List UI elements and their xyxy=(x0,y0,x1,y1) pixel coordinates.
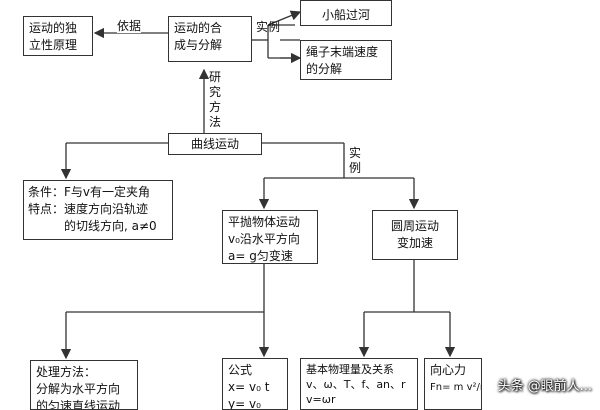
box-text: 立性原理 xyxy=(29,38,78,52)
label-char: 法 xyxy=(208,115,221,129)
box-text: 处理方法： xyxy=(36,365,97,379)
label-char: 例 xyxy=(348,161,361,175)
box-centripetal-force: 向心力 Fn= m v²/r xyxy=(424,358,482,410)
label-basis: 依据 xyxy=(117,19,142,33)
box-text: 小船过河 xyxy=(321,8,370,22)
box-text: 基本物理量及关系 xyxy=(306,363,394,376)
box-text: a= g匀变速 xyxy=(228,249,293,263)
label-char: 实 xyxy=(348,146,361,160)
label-example-top: 实例 xyxy=(256,20,281,34)
box-text: 条件：F与v有一定夹角 xyxy=(28,185,151,199)
box-text: v₀沿水平方向 xyxy=(228,232,300,246)
box-text: 平抛物体运动 xyxy=(228,215,301,229)
box-text: 变加速 xyxy=(396,236,433,250)
box-text: 向心力 xyxy=(430,363,467,377)
box-text: 的分解 xyxy=(306,62,343,76)
box-text: 圆周运动 xyxy=(390,219,439,233)
box-text: 特点：速度方向沿轨迹 xyxy=(28,202,149,216)
box-text: 运动的合 xyxy=(174,21,223,35)
box-independence-principle: 运动的独 立性原理 xyxy=(23,16,93,56)
box-text: v、ω、T、f、an、r xyxy=(306,378,406,391)
box-formula: 公式 x= v₀ t y= v₀ xyxy=(222,358,288,410)
box-basic-quantities: 基本物理量及关系 v、ω、T、f、an、r v=ωr xyxy=(300,358,418,410)
box-rope-velocity: 绳子末端速度 的分解 xyxy=(300,40,392,80)
label-char: 究 xyxy=(208,85,221,99)
box-text: 运动的独 xyxy=(29,21,78,35)
box-boat-crossing: 小船过河 xyxy=(300,0,392,26)
label-char: 方 xyxy=(208,100,221,114)
connector-lines xyxy=(60,10,456,360)
box-text: y= v₀ xyxy=(228,397,261,410)
watermark: 头条 @眼前人... xyxy=(497,379,592,394)
box-circular-motion: 圆周运动 变加速 xyxy=(372,210,458,260)
box-text: 分解为水平方向 xyxy=(36,382,121,396)
box-text: 曲线运动 xyxy=(190,137,239,151)
box-text: x= v₀ t xyxy=(228,380,270,394)
box-text: Fn= m v²/r xyxy=(430,382,482,393)
box-motion-synthesis: 运动的合 成与分解 xyxy=(168,16,252,62)
box-curve-motion: 曲线运动 xyxy=(168,133,262,155)
box-projectile-motion: 平抛物体运动 v₀沿水平方向 a= g匀变速 xyxy=(222,210,318,264)
box-text: 成与分解 xyxy=(174,38,223,52)
box-text: 公式 xyxy=(228,363,253,377)
box-processing-method: 处理方法： 分解为水平方向 的匀速直线运动 xyxy=(30,360,138,410)
label-example-mid: 实 例 xyxy=(348,146,362,176)
label-research-method: 研 究 方 法 xyxy=(208,70,222,130)
label-char: 研 xyxy=(208,70,221,84)
box-text: 绳子末端速度 xyxy=(306,45,379,59)
box-text: 的切线方向, a≠0 xyxy=(64,219,157,233)
box-conditions: 条件：F与v有一定夹角 特点：速度方向沿轨迹 的切线方向, a≠0 xyxy=(23,180,173,240)
